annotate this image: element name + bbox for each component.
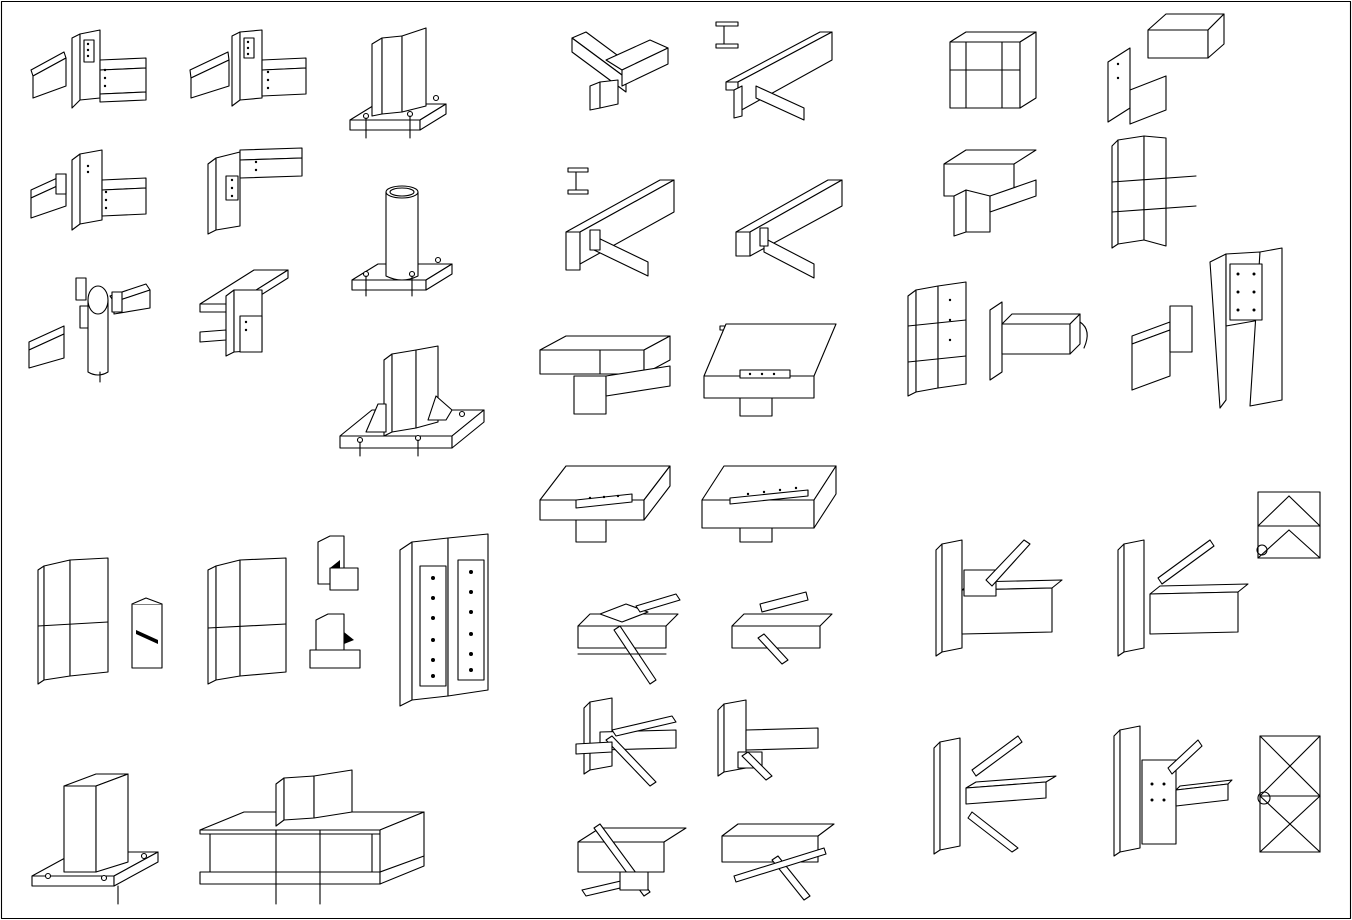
detail-beam-over-beam-1 [539,465,671,543]
detail-frame-elevation-x-braced [1257,735,1321,853]
detail-column-splice-flange-plates [399,533,489,707]
detail-box-column-base [31,773,159,905]
detail-beam-end-plate [989,301,1088,381]
detail-stacked-beam-1 [539,335,671,415]
detail-beam-column-1 [30,29,147,109]
detail-frame-elevation-braced [1256,491,1321,559]
detail-column-base-stiffened [339,345,485,457]
detail-column-splice-welded-2 [207,557,287,685]
detail-stacked-beam-2 [703,323,837,417]
detail-cross-brace-1 [577,823,687,897]
detail-knee-joint [943,149,1037,237]
detail-column-base-plate [349,27,447,139]
detail-column-splice-welded-1 [37,557,163,685]
detail-tapered-column [1209,247,1283,409]
detail-beam-column-4 [207,147,303,235]
detail-beam-pipe-column [28,277,151,383]
detail-beam-to-girder-3 [735,179,843,279]
detail-beam-cross-2 [571,31,669,111]
detail-pipe-column-base [351,185,453,297]
detail-column-through-beams [1111,135,1197,249]
detail-brace-to-column-2 [717,699,819,781]
detail-beam-to-girder-1 [715,21,833,121]
detail-beam-over-beam-2 [701,465,837,543]
detail-brace-to-column-1 [575,697,677,787]
detail-cross-brace-2 [721,823,835,901]
detail-box-frame-1 [949,31,1037,109]
detail-beam-cross-1 [199,269,289,357]
detail-weld-detail [309,535,361,669]
detail-brace-to-beam-2 [731,591,833,665]
detail-brace-to-beam-1 [577,593,681,685]
detail-double-brace-gusset-2 [1113,725,1233,857]
detail-column-splice-bolted [907,281,967,397]
detail-gusset-connection-1 [935,539,1063,657]
detail-beam-to-girder-2 [565,167,675,277]
detail-beam-column-2 [189,29,307,107]
detail-column-on-girder [199,769,425,905]
detail-box-frame-2 [1107,13,1225,125]
detail-double-brace-gusset-1 [933,735,1057,855]
detail-beam-column-3 [30,149,147,231]
detail-end-plate-beam [1131,305,1193,391]
detail-gusset-connection-2 [1117,539,1249,657]
